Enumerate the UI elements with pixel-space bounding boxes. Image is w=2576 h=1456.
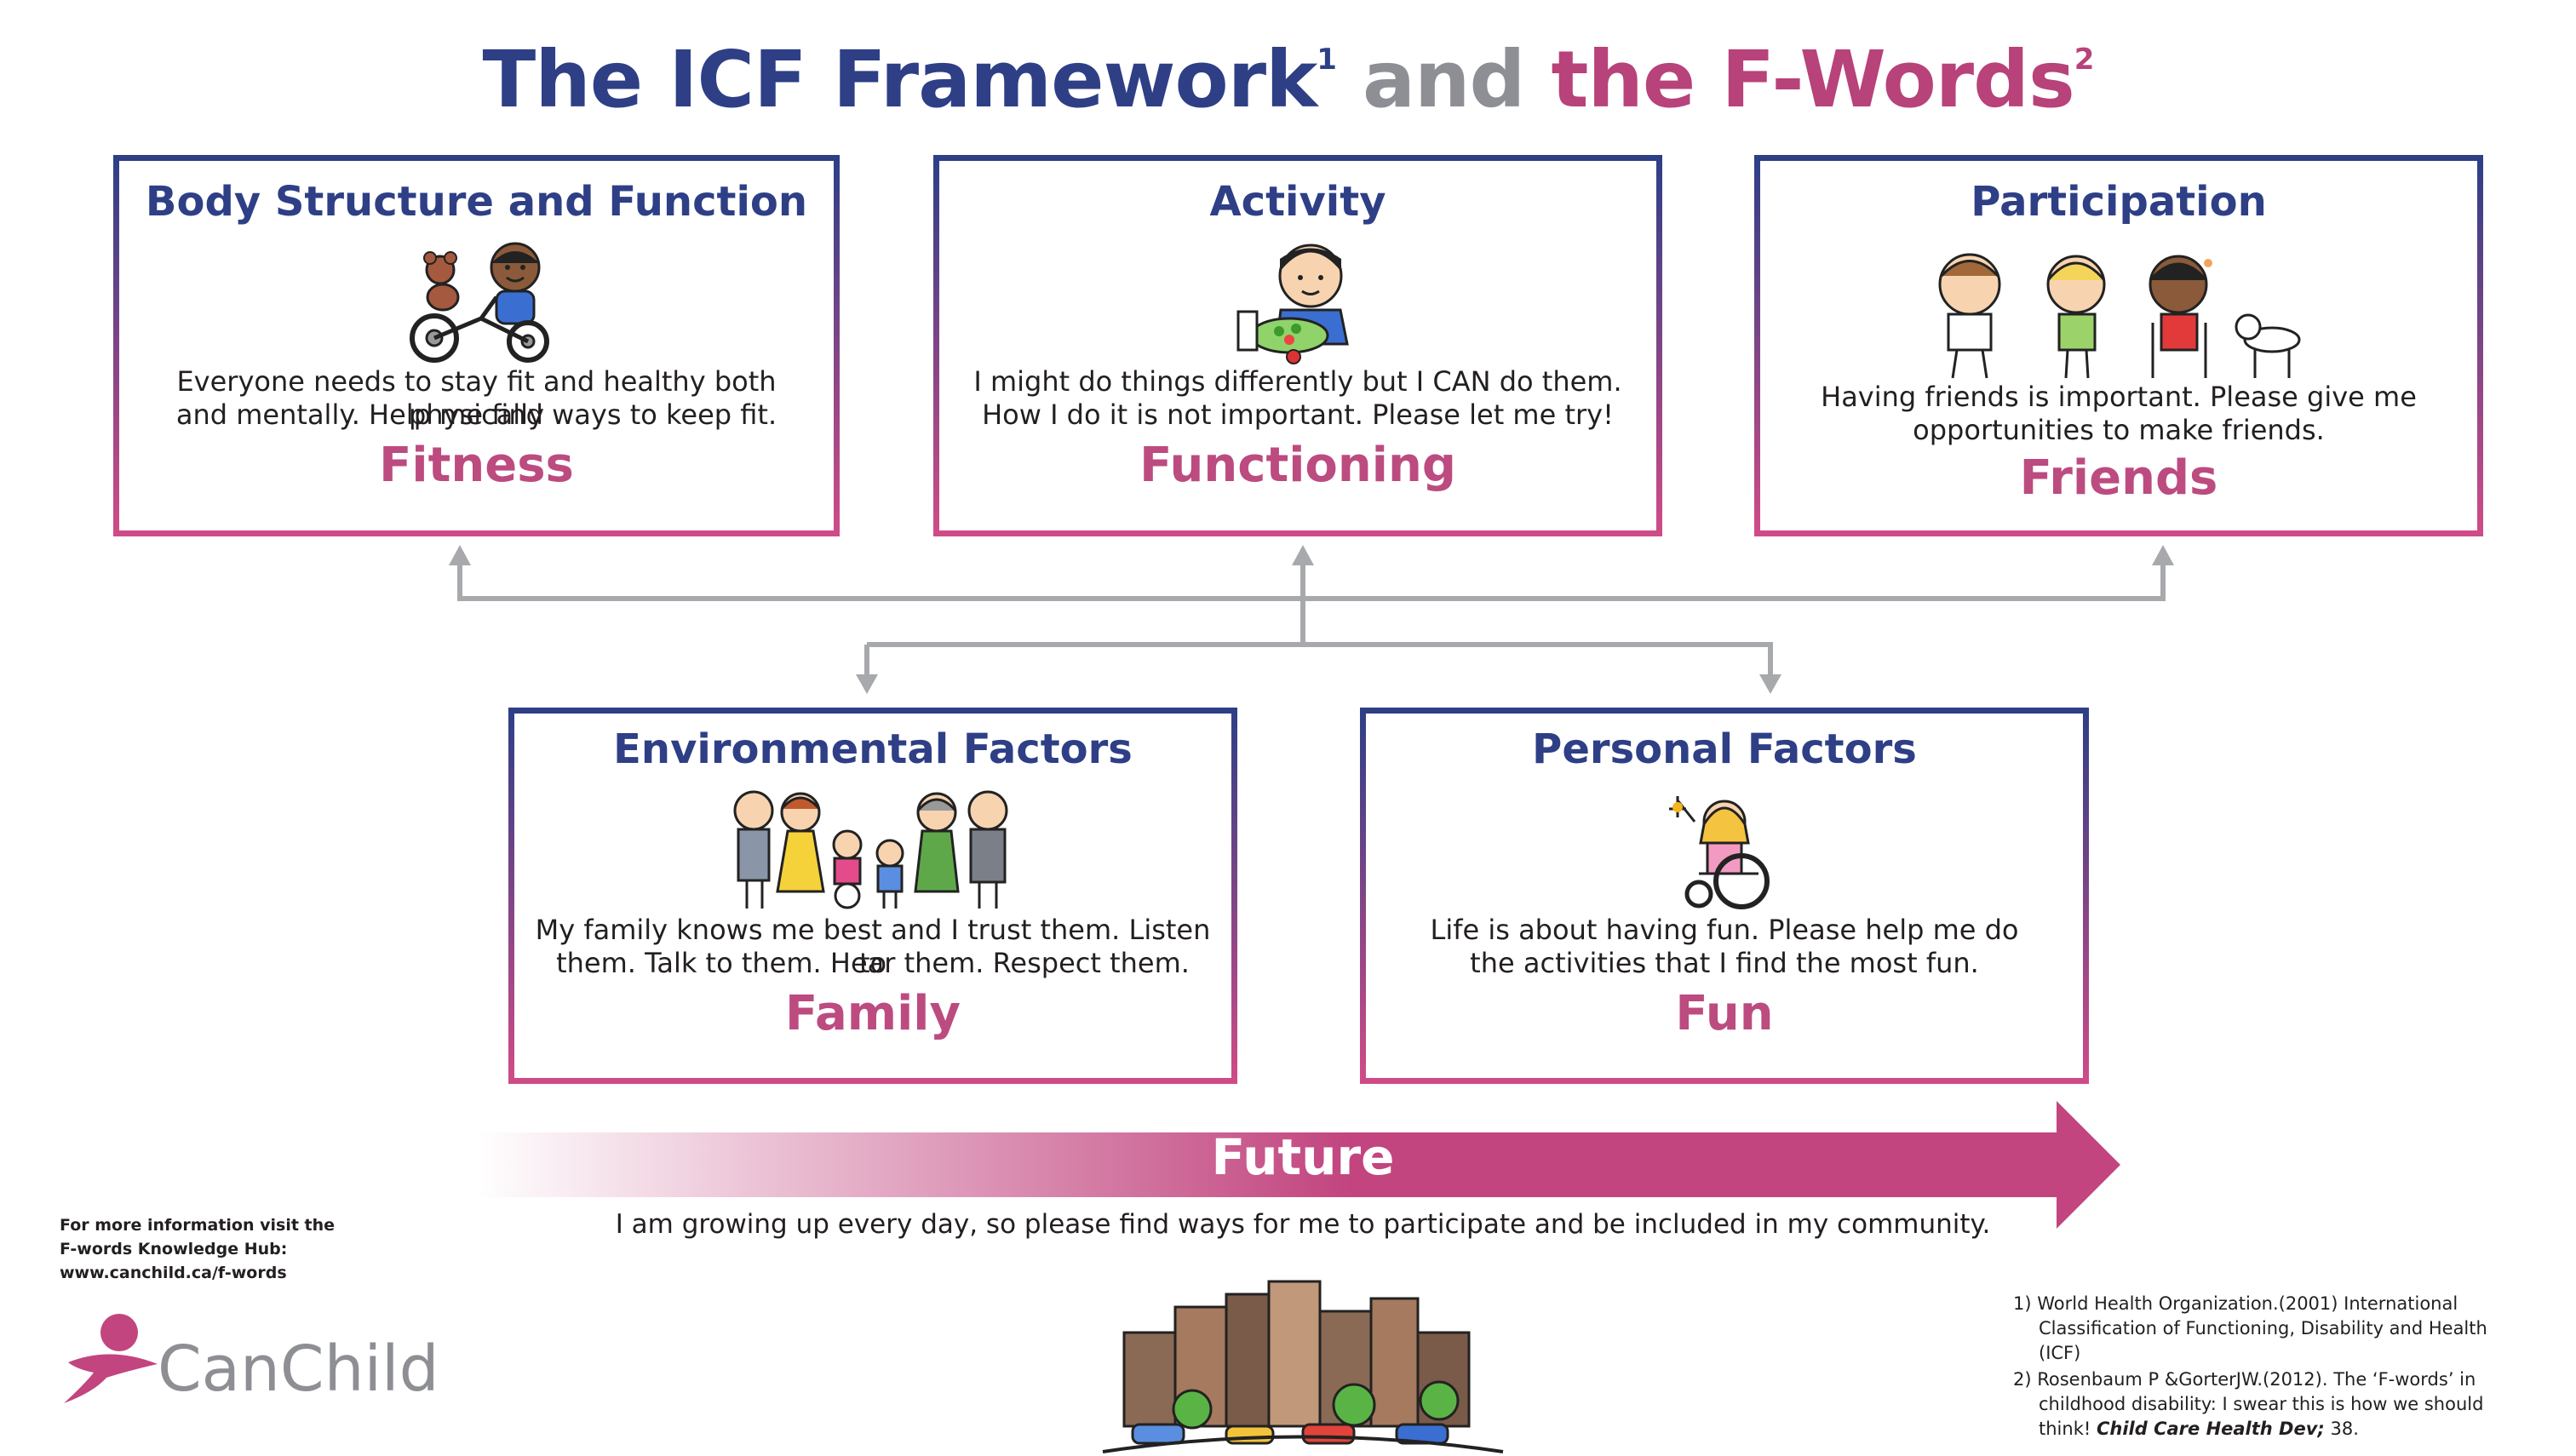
future-arrow <box>477 1101 2120 1229</box>
activity-heading: Activity <box>1209 178 1386 226</box>
environmental-factors-heading: Environmental Factors <box>613 725 1133 773</box>
personal-factors-text-line1: Life is about having fun. Please help me… <box>1430 914 2019 946</box>
fword-fitness: Fitness <box>379 438 574 493</box>
activity-text-line1: I might do things differently but I CAN … <box>973 365 1622 398</box>
fword-friends: Friends <box>2019 450 2218 506</box>
wheelchair-sparkler-icon <box>1669 796 1770 909</box>
environmental-factors-text-line1: My family knows me best and I trust them… <box>535 914 1211 979</box>
title-footnote-1: 1 <box>1317 43 1337 77</box>
fword-functioning: Functioning <box>1139 438 1456 493</box>
references: 1) World Health Organization.(2001) Inte… <box>2013 1292 2490 1443</box>
info-url[interactable]: www.canchild.ca/f-words <box>60 1264 287 1282</box>
participation-text-line1: Having friends is important. Please give… <box>1821 381 2417 413</box>
activity-box: Activity I might do things differently b… <box>933 155 1662 536</box>
more-info-note: For more information visit the F-words K… <box>60 1213 366 1285</box>
friends-icon <box>1938 253 2301 379</box>
participation-box: Participation Having friends is importan… <box>1754 155 2483 536</box>
participation-heading: Participation <box>1971 178 2267 226</box>
title-icf: The ICF Framework <box>482 34 1318 125</box>
tricycle-icon <box>409 242 549 363</box>
body-structure-heading: Body Structure and Function <box>145 178 808 226</box>
reference-2-text: 2) Rosenbaum P &GorterJW.(2012). The ‘F-… <box>2013 1369 2484 1439</box>
reference-2-tail: 38. <box>2324 1419 2359 1439</box>
environmental-factors-text-line2: them. Talk to them. Hear them. Respect t… <box>556 947 1190 979</box>
canchild-logo-text: CanChild <box>158 1333 439 1406</box>
future-label: Future <box>1211 1128 1395 1186</box>
reference-1: 1) World Health Organization.(2001) Inte… <box>2013 1293 2487 1363</box>
info-line1: For more information visit the <box>60 1216 336 1235</box>
city-skyline-icon <box>1102 1280 1504 1453</box>
body-structure-text-line1: Everyone needs to stay fit and healthy b… <box>176 365 777 431</box>
fword-fun: Fun <box>1675 986 1774 1041</box>
info-line2: F-words Knowledge Hub: <box>60 1240 288 1258</box>
title-and: and <box>1362 34 1525 125</box>
reference-2: 2) Rosenbaum P &GorterJW.(2012). The ‘F-… <box>2013 1367 2490 1442</box>
personal-factors-text-line2: the activities that I find the most fun. <box>1470 947 1979 979</box>
body-structure-box: Body Structure and Function Everyone nee… <box>113 155 840 536</box>
page-title: The ICF Framework1 and the F-Words2 <box>0 34 2576 125</box>
body-structure-text-line2: and mentally. Help me find ways to keep … <box>175 398 777 431</box>
participation-text-line2: opportunities to make friends. <box>1913 414 2325 446</box>
future-text: I am growing up every day, so please fin… <box>615 1209 1991 1240</box>
activity-text-line2: How I do it is not important. Please let… <box>982 398 1614 431</box>
fword-family: Family <box>784 986 961 1041</box>
eating-salad-icon <box>1236 244 1349 364</box>
personal-factors-box: Personal Factors Life is about having fu… <box>1360 708 2089 1084</box>
environmental-factors-box: Environmental Factors My family knows me… <box>508 708 1237 1084</box>
family-icon <box>733 790 1008 909</box>
reference-2-journal: Child Care Health Dev; <box>2096 1419 2325 1439</box>
title-fwords: the F-Words <box>1551 34 2074 125</box>
title-footnote-2: 2 <box>2074 43 2095 77</box>
personal-factors-heading: Personal Factors <box>1532 725 1917 773</box>
canchild-logo-icon <box>64 1314 158 1403</box>
